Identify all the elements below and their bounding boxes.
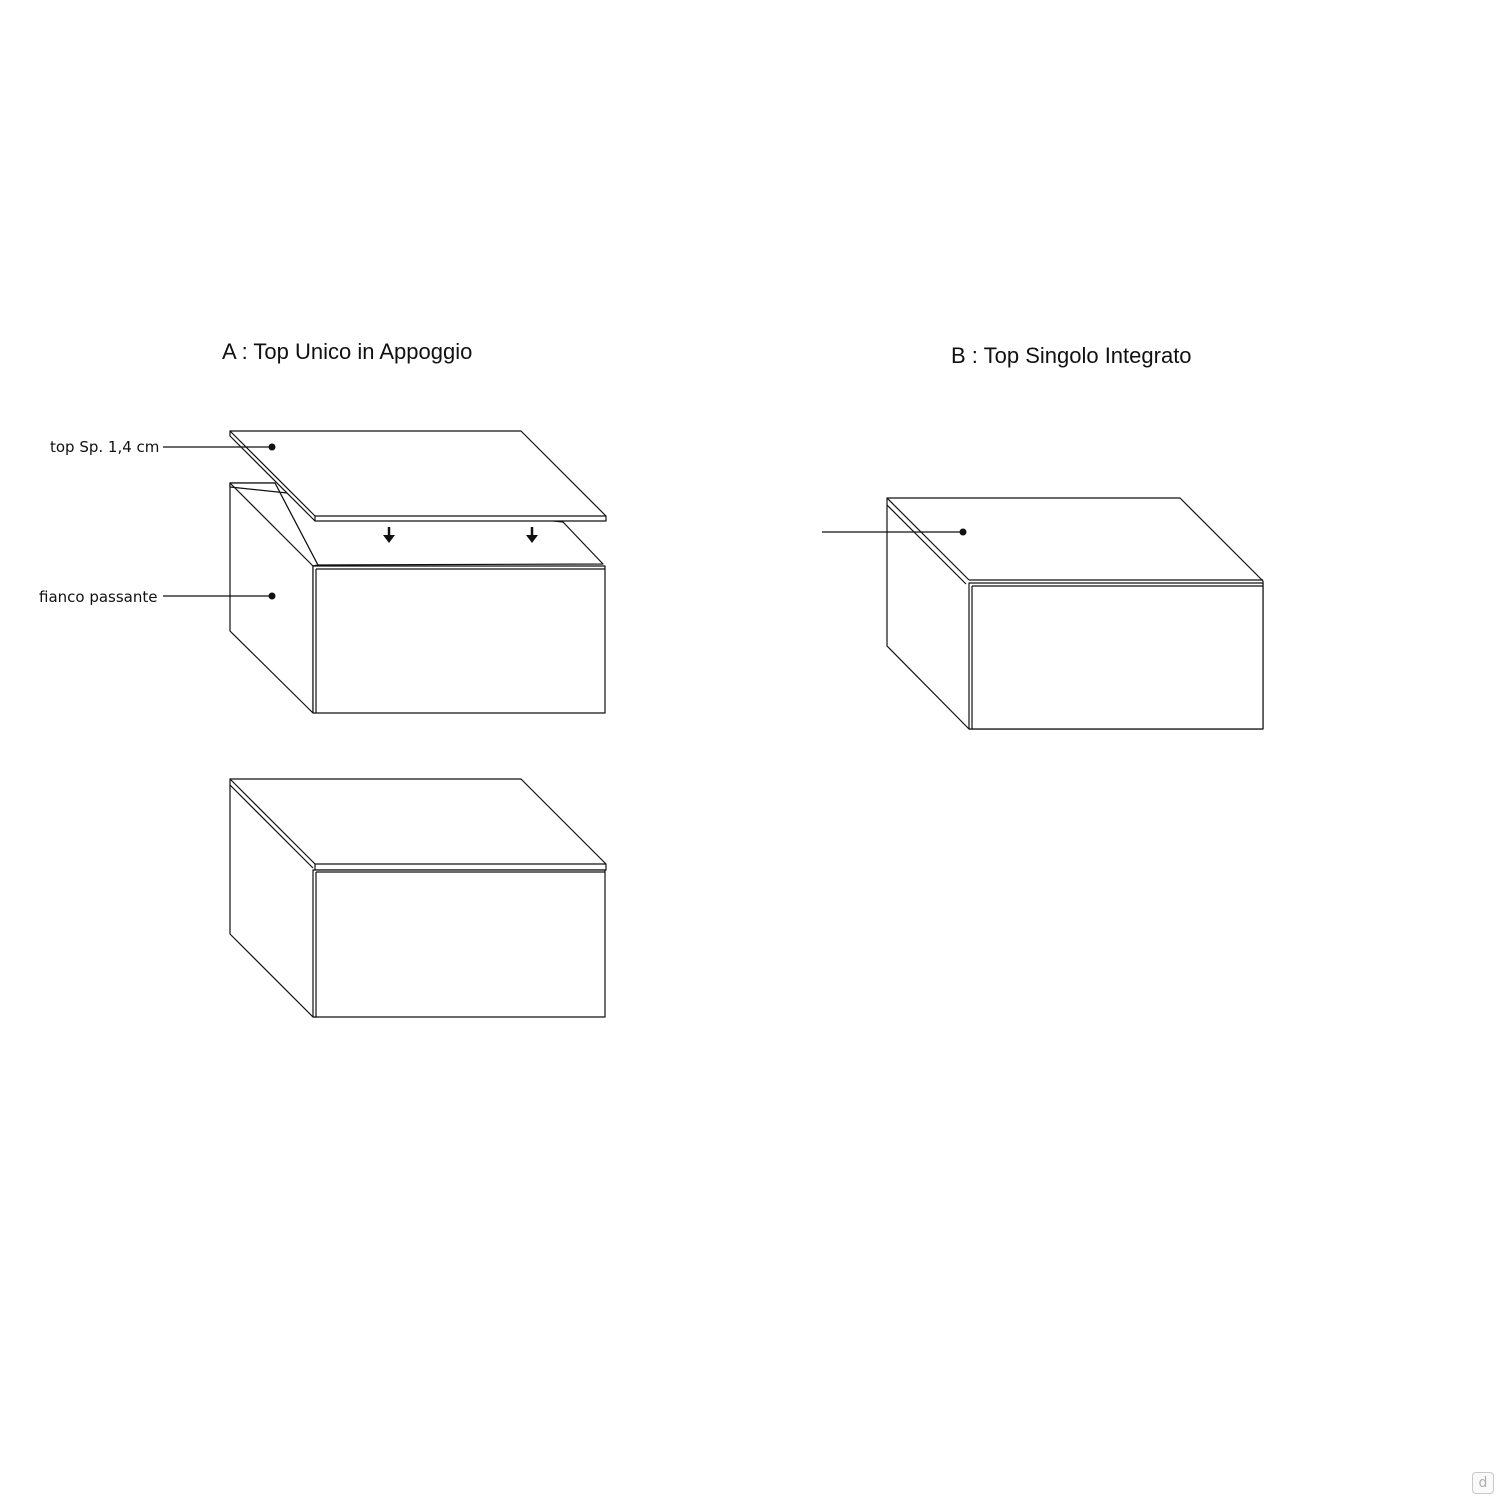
down-arrow-icon [383, 527, 395, 543]
panel-b-cabinet [886, 497, 1264, 730]
assembled-front [312, 869, 606, 1018]
panel-b-title: B : Top Singolo Integrato [951, 343, 1192, 368]
label-side-panel: fianco passante [39, 588, 158, 606]
watermark-logo-icon: d [1472, 1472, 1494, 1494]
leader-dot-top [268, 443, 276, 451]
top-slab [229, 430, 607, 522]
integrated-front [968, 582, 1264, 730]
leader-dot-b [959, 528, 967, 536]
panel-a-top-slab [229, 430, 607, 522]
panel-a-title: A : Top Unico in Appoggio [222, 339, 472, 364]
panel-a-exploded-cabinet [229, 482, 606, 714]
cabinet-front [312, 565, 606, 714]
leader-dot-side [268, 592, 276, 600]
down-arrow-icon [526, 527, 538, 543]
label-top-thickness: top Sp. 1,4 cm [50, 438, 159, 456]
panel-a-assembled-cabinet [229, 778, 607, 1018]
